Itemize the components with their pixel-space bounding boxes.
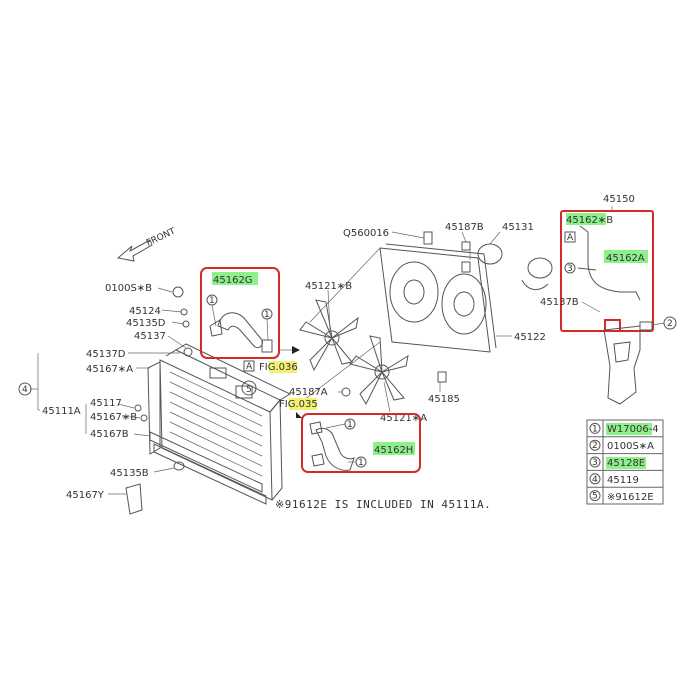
callout-45162h: 45162H 1 1	[301, 413, 421, 473]
label-45187a: 45187A	[289, 387, 328, 398]
label-45162g: 45162G	[213, 275, 253, 286]
radiator-group: 5	[125, 286, 292, 515]
label-45167b-star: 45167∗B	[90, 412, 137, 423]
label-45167y: 45167Y	[66, 490, 105, 501]
label-45131: 45131	[502, 222, 534, 233]
front-label: FRONT	[145, 226, 178, 248]
label-45137d: 45137D	[86, 349, 126, 360]
callout-45162g: 45162G 1 1	[200, 267, 280, 359]
bolt-q560016	[423, 231, 433, 245]
label-45122: 45122	[514, 332, 546, 343]
bolt-45187a	[341, 387, 351, 397]
ref-5: 5	[246, 385, 252, 395]
center-leaders	[295, 231, 512, 413]
lower-rail	[149, 431, 263, 493]
legend-row: 4 45119	[589, 473, 639, 486]
cushion-45135b	[173, 461, 185, 471]
upper-hose	[217, 312, 263, 349]
radiator-cap	[183, 347, 193, 357]
front-arrow: FRONT	[116, 226, 178, 262]
legend-num: 4	[592, 475, 598, 485]
legend-row: 1 W17006-4	[589, 422, 659, 435]
legend-row: 5 ※91612E	[589, 490, 654, 503]
ref-2: 2	[667, 319, 673, 329]
label-45121b: 45121∗B	[305, 281, 352, 292]
footnote: ※91612E IS INCLUDED IN 45111A.	[275, 498, 491, 511]
label-45167a: 45167∗A	[86, 364, 133, 375]
ref-3: 3	[567, 264, 573, 274]
label-45167b: 45167B	[90, 429, 129, 440]
ref-box-a-left	[243, 360, 255, 372]
legend-table: 1 W17006-4 2 0100S∗A 3 45128E 4 45119 5 …	[586, 419, 664, 505]
bracket-45167y	[125, 483, 143, 515]
coolant-reservoir	[603, 325, 641, 405]
bolt-0100s	[172, 286, 184, 298]
fan-motor-lower	[527, 257, 553, 279]
ref-1b: 1	[264, 310, 270, 320]
callout-45162-reservoir: 45162∗B 45162A A 3	[560, 210, 654, 332]
legend-num: 2	[592, 441, 598, 451]
bolt-45187b	[461, 241, 471, 251]
label-45124: 45124	[129, 306, 161, 317]
fan-45121b	[299, 299, 359, 372]
reservoir-tank	[603, 321, 653, 405]
fan-45121a	[349, 335, 409, 406]
legend-part: ※91612E	[607, 492, 654, 503]
label-fig035: FIG.035	[279, 399, 318, 410]
ref-circle-4	[18, 382, 32, 396]
label-45135b: 45135B	[110, 468, 149, 479]
legend-num: 5	[592, 492, 598, 502]
overflow-hose	[587, 232, 641, 301]
label-45185: 45185	[428, 394, 460, 405]
legend-part: 45119	[607, 475, 639, 486]
label-45162b: 45162∗B	[566, 215, 613, 226]
legend-row: 2 0100S∗A	[589, 439, 654, 452]
label-45150: 45150	[603, 194, 635, 205]
legend-num: 1	[592, 424, 598, 434]
label-45111a: 45111A	[42, 406, 81, 417]
bolt-45185	[437, 371, 447, 383]
upper-tank	[175, 343, 292, 401]
label-q560016: Q560016	[343, 228, 389, 239]
side-bracket-left	[147, 361, 161, 455]
ref-1a: 1	[209, 296, 215, 306]
label-45162a: 45162A	[606, 253, 645, 264]
ref-a-left: A	[246, 362, 253, 372]
ref-1d: 1	[358, 458, 364, 468]
legend-row: 3 45128E	[589, 456, 645, 469]
left-leaders	[30, 287, 187, 495]
fan-shroud-group	[299, 231, 553, 406]
label-45137: 45137	[134, 331, 166, 342]
label-45137b: 45137B	[540, 297, 579, 308]
label-45135d: 45135D	[126, 318, 166, 329]
clamp-b	[261, 339, 273, 353]
fan-shroud	[379, 247, 491, 353]
ref-4: 4	[22, 385, 28, 395]
label-45162h: 45162H	[374, 445, 413, 456]
lower-hose	[315, 427, 355, 471]
label-45121a: 45121∗A	[380, 413, 427, 424]
legend-part: 0100S∗A	[607, 441, 654, 452]
legend-num: 3	[592, 458, 598, 468]
legend-part: 45128E	[607, 458, 645, 469]
radiator-core	[159, 359, 273, 501]
seal-box-5	[235, 385, 253, 399]
label-45117: 45117	[90, 398, 122, 409]
ref-a-right: A	[567, 233, 574, 243]
ref-1c: 1	[347, 420, 353, 430]
clamp-a	[209, 319, 223, 337]
radiator-fins	[169, 371, 263, 477]
label-45187b: 45187B	[445, 222, 484, 233]
legend-part: W17006-4	[607, 424, 659, 435]
label-fig036: FIG.036	[259, 362, 298, 373]
label-0100s-b: 0100S∗B	[105, 283, 152, 294]
